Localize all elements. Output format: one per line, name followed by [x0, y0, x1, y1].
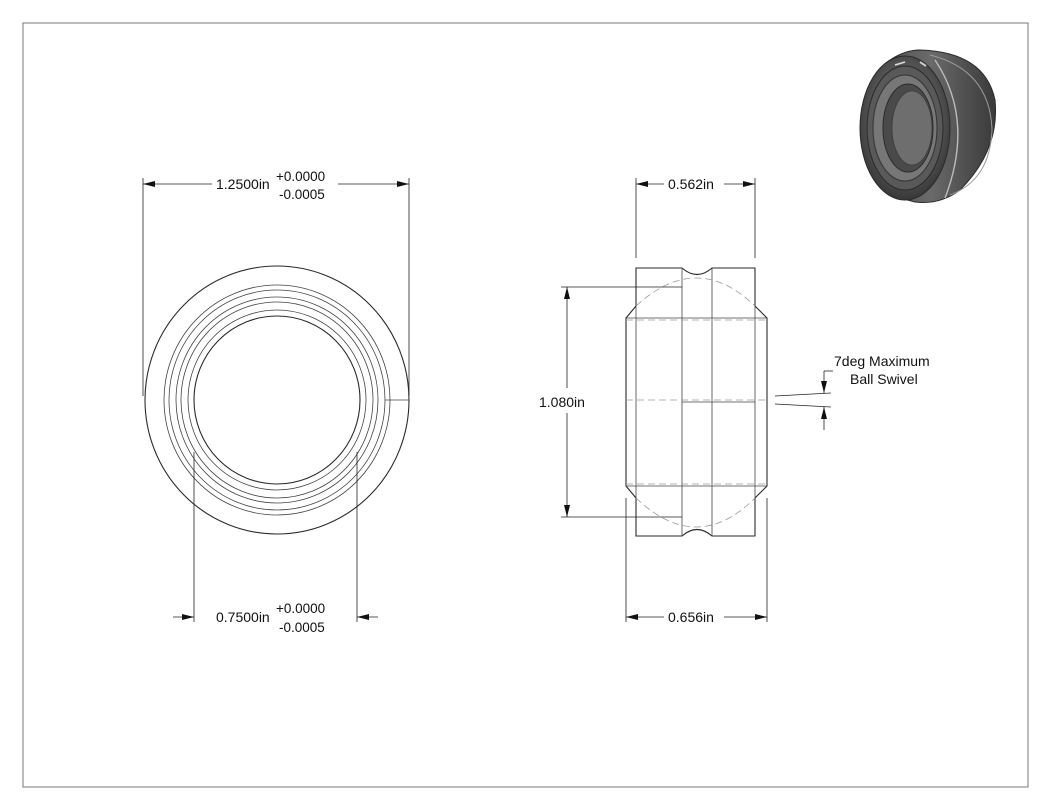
side-view: 0.562in 1.080in 0.656in — [539, 176, 930, 625]
ball-diameter-dimension: 1.080in — [539, 286, 682, 518]
inner-width-dimension: 0.562in — [635, 176, 756, 258]
swivel-note-line1: 7deg Maximum — [834, 353, 930, 369]
bore-diameter-tol-minus: -0.0005 — [279, 620, 325, 635]
bearing-render-icon — [859, 49, 997, 203]
bore-diameter-label: 0.7500in — [216, 609, 270, 625]
front-view: 1.2500in +0.0000 -0.0005 0.7500in +0.000… — [142, 169, 410, 635]
outer-diameter-tol-plus: +0.0000 — [276, 169, 325, 184]
ball-groove-inner — [180, 301, 374, 499]
bore-outline — [193, 315, 361, 485]
outer-race-outline — [144, 265, 410, 535]
ball-outline — [168, 289, 386, 511]
outer-race-chamfer — [163, 284, 391, 516]
drawing-border — [22, 22, 1029, 788]
swivel-note-line2: Ball Swivel — [850, 371, 918, 387]
outer-diameter-tol-minus: -0.0005 — [279, 187, 325, 202]
outer-race-profile — [625, 267, 768, 537]
ball-diameter-label: 1.080in — [539, 394, 585, 410]
bore-chamfer — [187, 309, 367, 491]
outer-diameter-dimension: 1.2500in +0.0000 -0.0005 — [142, 169, 410, 396]
swivel-angle-callout: 7deg Maximum Ball Swivel — [774, 353, 930, 430]
ball-hidden-outline — [635, 277, 756, 528]
bore-diameter-tol-plus: +0.0000 — [276, 601, 325, 616]
inner-width-label: 0.562in — [668, 176, 714, 192]
bore-diameter-dimension: 0.7500in +0.0000 -0.0005 — [173, 452, 378, 635]
ball-groove-outer — [175, 296, 379, 504]
outer-diameter-label: 1.2500in — [216, 176, 270, 192]
outer-width-label: 0.656in — [668, 609, 714, 625]
outer-width-dimension: 0.656in — [625, 498, 768, 625]
